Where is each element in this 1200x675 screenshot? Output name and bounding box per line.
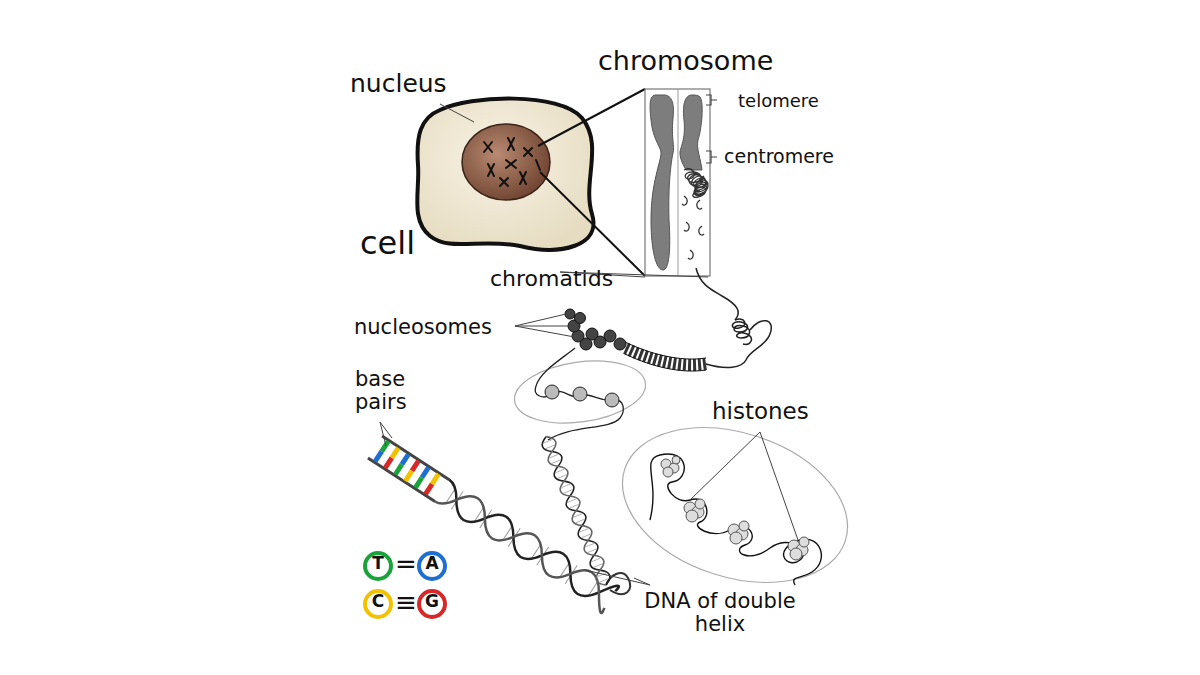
- chromatid: [650, 95, 674, 270]
- centromere-bracket: [706, 151, 717, 163]
- part-label: nucleus: [350, 70, 447, 98]
- leader-line: [585, 570, 650, 585]
- zoom-line: [540, 172, 645, 276]
- zoom-box: [645, 89, 710, 276]
- part-label: DNA of double helix: [640, 590, 800, 636]
- cell-nucleus: [462, 124, 550, 200]
- bond-symbol: ≡: [395, 588, 415, 617]
- part-label: chromosome: [598, 46, 773, 76]
- mini-chromosomes: [484, 138, 540, 186]
- bead-nucleosomes: [545, 385, 619, 407]
- base-letter: T: [364, 554, 392, 573]
- telomere-bracket: [706, 95, 717, 105]
- base-letter: G: [418, 592, 446, 611]
- base-letter: A: [418, 554, 446, 573]
- solenoid-coil: [706, 319, 771, 367]
- part-label: base pairs: [355, 368, 425, 414]
- leader-line: [515, 314, 580, 338]
- leader-line: [380, 422, 392, 446]
- histone-dna: [650, 454, 821, 585]
- part-label: nucleosomes: [354, 316, 492, 339]
- part-label: centromere: [724, 146, 834, 167]
- chromatin-fiber: [696, 268, 738, 320]
- zoom-ellipse: [510, 353, 649, 431]
- part-label: histones: [712, 399, 809, 424]
- bond-symbol: =: [395, 550, 415, 579]
- zoom-ellipse: [602, 401, 867, 610]
- 30nm-fiber-edge: [625, 342, 706, 371]
- part-label: cell: [360, 226, 415, 261]
- leader-line: [690, 432, 798, 540]
- box-divider: [678, 89, 679, 276]
- nucleosome-beads: [565, 309, 626, 350]
- chromatid: [680, 95, 702, 170]
- part-label: telomere: [738, 91, 819, 111]
- cell-membrane: [417, 99, 593, 250]
- zoom-line: [538, 89, 645, 146]
- dna-double-helix: [366, 434, 619, 614]
- part-label: chromatids: [490, 267, 613, 291]
- leader-line: [440, 104, 474, 122]
- linker-dna: [535, 348, 623, 440]
- base-letter: C: [364, 592, 392, 611]
- dna-thin-helix: [540, 434, 613, 588]
- coiled-chromatid: [682, 169, 708, 259]
